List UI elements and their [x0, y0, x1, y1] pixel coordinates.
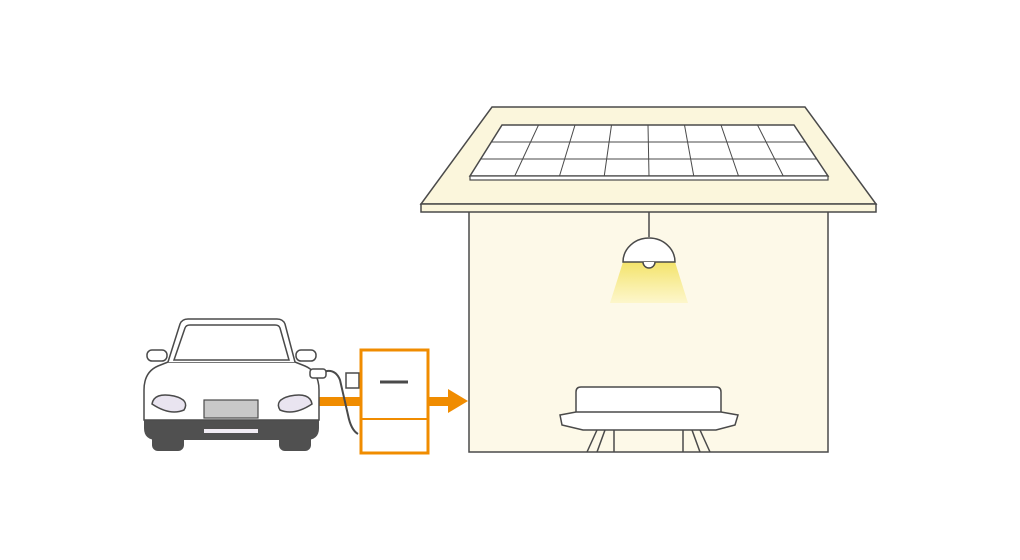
- solar-cell-divider: [684, 124, 695, 177]
- solar-panel-icon: [468, 124, 830, 181]
- charger-icon: [345, 348, 430, 455]
- roof-eave: [420, 203, 877, 213]
- solar-cell-divider: [559, 124, 576, 177]
- sofa-icon: [559, 386, 739, 453]
- car-icon: [143, 318, 359, 451]
- flow-car-to-charger: [318, 397, 362, 406]
- flow-charger-to-house-arrow: [428, 389, 468, 413]
- lamp-icon: [610, 212, 688, 303]
- solar-cell-divider: [647, 124, 650, 177]
- solar-cell-divider: [603, 124, 612, 177]
- lamp-light-glow: [610, 262, 688, 303]
- solar-cell-divider: [757, 124, 784, 177]
- solar-cell-divider: [720, 124, 739, 177]
- house: [419, 106, 878, 453]
- solar-cell-divider: [514, 124, 539, 177]
- charger-body: [359, 348, 430, 455]
